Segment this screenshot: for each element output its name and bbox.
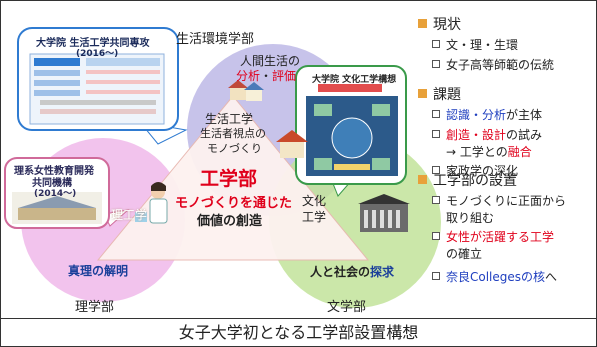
sub-bullet-icon [432, 130, 440, 138]
center-line1: 生活工学 [205, 112, 254, 126]
bullet-heading: 工学部の設置 [418, 170, 517, 190]
building-icon [358, 194, 410, 232]
bullet-item: 女子高等師範の伝統 [432, 56, 554, 73]
bullet-item-text: 女子高等師範の伝統 [446, 58, 555, 72]
center-line2: 生活者視点の [200, 127, 266, 140]
bullet-item-continuation: の確立 [446, 245, 482, 262]
seikatsu-body-line2: 分析・評価 [236, 67, 296, 84]
bullet-heading-text: 課題 [433, 87, 461, 103]
rigaku-title: 理学部 [75, 300, 115, 315]
shinri-label: 真理の解明 [68, 264, 129, 278]
right-callout [295, 65, 407, 197]
bullet-heading: 現状 [418, 14, 461, 34]
bullet-item-text: 取り組む [446, 211, 495, 225]
bunka-line2: 工学 [302, 210, 327, 224]
bullet-panel: 現状文・理・生環女子高等師範の伝統課題認識・分析が主体創造・設計の試み→ 工学と… [418, 14, 594, 314]
callout-left-top-title2: (2016～) [76, 49, 119, 59]
bullet-item-text: 創造・設計 [446, 128, 507, 142]
rikougaku-label: 理工学 [111, 208, 148, 222]
bunseki-text: 分析 [236, 69, 261, 83]
callout-left-top-title1: 大学院 生活工学共同専攻 [36, 38, 150, 49]
left-top-callout [17, 27, 188, 145]
seikatsu-title: 生活環境学部 [176, 32, 255, 47]
bullet-item-text: モノづくりに正面から [446, 194, 567, 208]
sub-bullet-icon [432, 196, 440, 204]
monozukuri-line2: 価値の創造 [197, 214, 263, 229]
sub-bullet-icon [432, 40, 440, 48]
bullet-item-text: 融合 [507, 145, 532, 159]
bungaku-title: 文学部 [327, 300, 367, 315]
callout-left-bottom-title2: 共同機構 [32, 178, 72, 189]
figure-caption: 女子大学初となる工学部設置構想 [0, 318, 597, 347]
hyoka-text: 評価 [272, 69, 297, 83]
bullet-item: 家政学の深化 [432, 162, 518, 179]
bullet-item-text: が主体 [506, 108, 543, 122]
bullet-item-text: 奈良Collegesの核 [446, 270, 546, 284]
sub-bullet-icon [432, 272, 440, 280]
sub-bullet-icon [432, 110, 440, 118]
sub-bullet-icon [432, 60, 440, 68]
seikatsu-body-line1: 人間生活の [240, 54, 301, 68]
left-bottom-callout [4, 157, 130, 229]
sub-bullet-icon [432, 232, 440, 240]
center-line3: モノづくり [207, 142, 262, 155]
callout-left-bottom-title1: 理系女性教育開発 [14, 166, 94, 177]
bullet-item-text: の確立 [446, 247, 483, 261]
bullet-heading: 課題 [418, 84, 461, 104]
sub-bullet-icon [432, 166, 440, 174]
tankyu-text: 探求 [370, 265, 395, 279]
bullet-item-text: → 工学との [446, 145, 508, 159]
bullet-item-text: 認識・分析 [446, 108, 507, 122]
bullet-heading-text: 現状 [433, 17, 461, 33]
bullet-item-text: の試み [506, 128, 543, 142]
monozukuri-line1: モノづくりを通じた [175, 196, 293, 211]
hito-label: 人と社会の探求 [310, 263, 394, 280]
callout-left-bottom-title3: (2014～) [34, 189, 77, 199]
bullet-square-icon [418, 175, 427, 184]
bullet-item: 創造・設計の試み [432, 126, 542, 143]
callout-right-title: 大学院 文化工学構想 [312, 75, 397, 85]
bullet-item: 文・理・生環 [432, 36, 518, 53]
bullet-item: 奈良Collegesの核へ [432, 268, 557, 285]
bullet-item-text: へ [545, 270, 558, 284]
bullet-item-text: 家政学の深化 [446, 164, 519, 178]
bullet-item: モノづくりに正面から [432, 192, 566, 209]
house-right-icon [276, 130, 308, 158]
bullet-item-text: 文・理・生環 [446, 38, 519, 52]
bullet-item-continuation: 取り組む [446, 209, 494, 226]
scientist-illustration [135, 182, 168, 224]
dot-text: ・ [260, 69, 273, 83]
hito-text: 人と社会の [310, 265, 371, 279]
houses-icon [228, 80, 264, 101]
bullet-item-text: 女性が活躍する工学 [446, 230, 555, 244]
bullet-heading-text: 工学部の設置 [433, 173, 517, 189]
kougakubu-label: 工学部 [200, 168, 258, 190]
venn-diagram [4, 27, 441, 308]
bullet-item-continuation: → 工学との融合 [446, 143, 532, 160]
bunka-line1: 文化 [302, 194, 327, 208]
bullet-square-icon [418, 89, 427, 98]
bullet-item: 女性が活躍する工学 [432, 228, 554, 245]
bullet-item: 認識・分析が主体 [432, 106, 542, 123]
bullet-square-icon [418, 19, 427, 28]
